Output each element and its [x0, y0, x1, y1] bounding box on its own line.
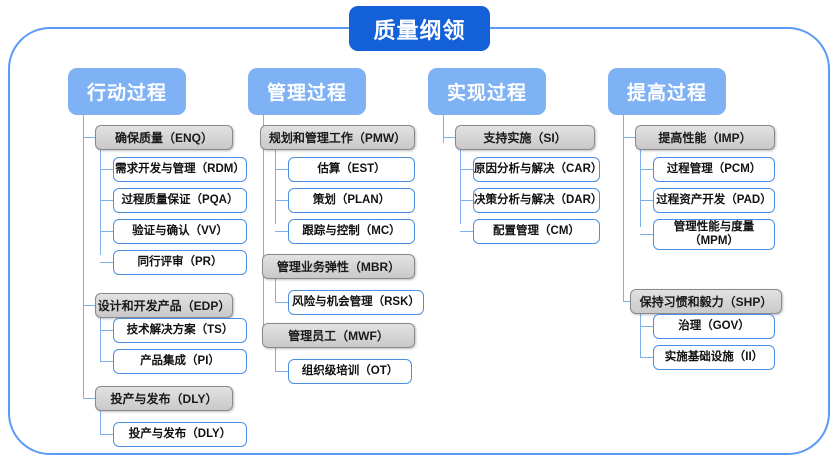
leaf-ii[interactable]: 实施基础设施（II）	[653, 345, 775, 370]
group-imp[interactable]: 提高性能（IMP）	[635, 125, 775, 150]
frame-top-left-segment	[290, 27, 352, 29]
leaf-mpm[interactable]: 管理性能与度量（MPM）	[653, 219, 775, 250]
connector-child-col1-0-2	[100, 231, 113, 232]
leaf-pad[interactable]: 过程资产开发（PAD）	[653, 188, 775, 213]
connector-child-col2-0-1	[275, 200, 288, 201]
group-dly[interactable]: 投产与发布（DLY）	[95, 386, 233, 411]
connector-child-col1-1-1	[100, 361, 113, 362]
group-si[interactable]: 支持实施（SI）	[455, 125, 595, 150]
connector-spine-col3	[443, 127, 444, 143]
leaf-dly[interactable]: 投产与发布（DLY）	[113, 422, 247, 447]
connector-header-stem-1	[83, 115, 84, 135]
connector-child-col2-2-0	[275, 371, 288, 372]
leaf-mc[interactable]: 跟踪与控制（MC）	[288, 219, 415, 244]
connector-child-col4-0-0	[640, 169, 653, 170]
diagram-title: 质量纲领	[349, 6, 490, 51]
connector-child-spine-col4-0	[640, 150, 641, 227]
leaf-ts[interactable]: 技术解决方案（TS）	[113, 318, 247, 343]
group-mwf[interactable]: 管理员工（MWF）	[262, 323, 415, 348]
connector-spine-col4	[623, 127, 624, 301]
connector-spine-col2	[263, 127, 264, 344]
connector-header-stem-4	[623, 115, 624, 135]
leaf-gov[interactable]: 治理（GOV）	[653, 314, 775, 339]
leaf-pqa[interactable]: 过程质量保证（PQA）	[113, 188, 247, 213]
column-header-improvement[interactable]: 提高过程	[608, 68, 726, 115]
leaf-rsk[interactable]: 风险与机会管理（RSK）	[288, 290, 424, 315]
leaf-pi[interactable]: 产品集成（PI）	[113, 349, 247, 374]
connector-child-col3-0-2	[460, 231, 473, 232]
connector-child-spine-col2-1	[275, 279, 276, 302]
connector-child-col1-0-1	[100, 200, 113, 201]
connector-child-col3-0-0	[460, 169, 473, 170]
column-header-implementation[interactable]: 实现过程	[428, 68, 546, 115]
connector-child-spine-col3-0	[460, 150, 461, 224]
connector-child-col2-1-0	[275, 302, 288, 303]
connector-child-col1-0-0	[100, 169, 113, 170]
leaf-plan[interactable]: 策划（PLAN）	[288, 188, 415, 213]
connector-spine-col1	[83, 127, 84, 398]
connector-child-spine-col2-0	[275, 150, 276, 224]
frame-top-right-segment	[487, 27, 549, 29]
leaf-dar[interactable]: 决策分析与解决（DAR）	[473, 188, 602, 213]
connector-child-col1-2-0	[100, 434, 113, 435]
connector-header-stem-3	[443, 115, 444, 135]
connector-child-col1-0-3	[100, 262, 113, 263]
connector-child-spine-col1-2	[100, 411, 101, 434]
group-mbr[interactable]: 管理业务弹性（MBR）	[262, 254, 415, 279]
connector-child-col2-0-2	[275, 231, 288, 232]
connector-group-col1-1	[83, 305, 95, 306]
leaf-vv[interactable]: 验证与确认（VV）	[113, 219, 247, 244]
connector-child-col4-0-2	[640, 234, 653, 235]
group-enq[interactable]: 确保质量（ENQ）	[95, 125, 233, 150]
group-pmw[interactable]: 规划和管理工作（PMW）	[260, 125, 415, 150]
connector-child-col4-1-0	[640, 326, 653, 327]
leaf-pcm[interactable]: 过程管理（PCM）	[653, 157, 775, 182]
leaf-est[interactable]: 估算（EST）	[288, 157, 415, 182]
connector-child-spine-col4-1	[640, 314, 641, 357]
column-header-action[interactable]: 行动过程	[68, 68, 186, 115]
connector-group-col1-0	[83, 137, 95, 138]
connector-group-col4-0	[623, 137, 635, 138]
connector-child-col1-1-0	[100, 330, 113, 331]
connector-child-spine-col2-2	[275, 348, 276, 371]
leaf-pr[interactable]: 同行评审（PR）	[113, 250, 247, 275]
connector-group-col3-0	[443, 137, 455, 138]
group-shp[interactable]: 保持习惯和毅力（SHP）	[630, 289, 782, 314]
leaf-cm[interactable]: 配置管理（CM）	[473, 219, 600, 244]
connector-child-col4-1-1	[640, 357, 653, 358]
leaf-rdm[interactable]: 需求开发与管理（RDM）	[113, 157, 247, 182]
connector-child-col3-0-1	[460, 200, 473, 201]
column-header-management[interactable]: 管理过程	[248, 68, 366, 115]
connector-group-col1-2	[83, 398, 95, 399]
connector-child-spine-col1-0	[100, 150, 101, 255]
connector-child-spine-col1-1	[100, 318, 101, 361]
leaf-car[interactable]: 原因分析与解决（CAR）	[473, 157, 602, 182]
leaf-ot[interactable]: 组织级培训（OT）	[288, 359, 412, 384]
group-edp[interactable]: 设计和开发产品（EDP）	[95, 293, 233, 318]
connector-child-col4-0-1	[640, 200, 653, 201]
connector-child-col2-0-0	[275, 169, 288, 170]
connector-group-col4-1	[623, 301, 635, 302]
